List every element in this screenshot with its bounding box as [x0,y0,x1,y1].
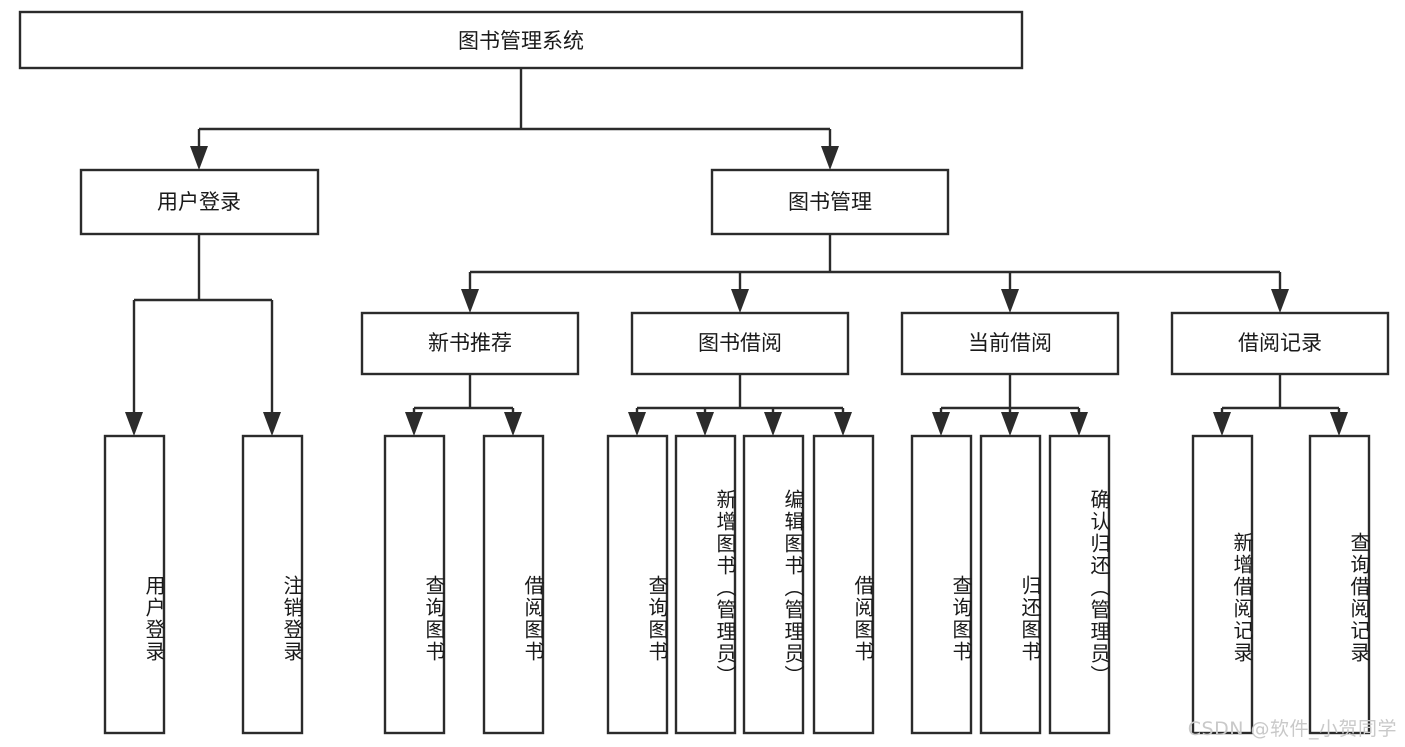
node-leaf-user-login-box[interactable] [103,434,166,735]
arrow-head-icon [190,146,208,170]
arrow-head-icon [461,289,479,313]
node-leaf-confirm-return-box[interactable] [1048,434,1111,735]
arrow-head-icon [932,412,950,436]
arrow-head-icon [1330,412,1348,436]
edge-book-borrow-to-leaves [628,374,852,436]
csdn-watermark: CSDN @软件_小贺同学 [1187,718,1397,740]
edge-new-book-rec-to-leaves [405,374,522,436]
edge-borrow-record-to-leaves [1213,374,1348,436]
node-leaf-borrow-book-1-box[interactable] [482,434,545,735]
node-book-borrow[interactable]: 图书借阅 [630,311,850,376]
node-leaf-borrow-book-2-box[interactable] [812,434,875,735]
edge-current-borrow-to-leaves [932,374,1088,436]
node-borrow-record[interactable]: 借阅记录 [1170,311,1390,376]
arrow-head-icon [1001,289,1019,313]
node-current-borrow-box [900,311,1120,376]
node-root-box [18,10,1024,70]
arrow-head-icon [125,412,143,436]
node-new-book-rec-label: 新书推荐 [428,331,512,355]
edge-user-login-to-leaves [125,234,281,436]
node-leaf-return-book-box[interactable] [979,434,1042,735]
node-user-login[interactable]: 用户登录 [79,168,320,236]
node-leaf-query-record-box[interactable] [1308,434,1371,735]
arrow-head-icon [628,412,646,436]
arrow-head-icon [696,412,714,436]
arrow-head-icon [504,412,522,436]
arrow-head-icon [731,289,749,313]
arrow-head-icon [1213,412,1231,436]
node-current-borrow-label: 当前借阅 [968,331,1052,355]
node-leaf-query-book-2-box[interactable] [606,434,669,735]
arrow-head-icon [764,412,782,436]
node-leaf-user-logout-box[interactable] [241,434,304,735]
node-root[interactable]: 图书管理系统 [18,10,1024,70]
arrow-head-icon [821,146,839,170]
node-book-manage-label: 图书管理 [788,190,872,214]
node-leaf-add-book-box[interactable] [674,434,737,735]
edge-root-to-level1 [190,68,839,170]
node-leaf-edit-book-box[interactable] [742,434,805,735]
node-borrow-record-label: 借阅记录 [1238,331,1322,355]
node-leaf-add-record-box[interactable] [1191,434,1254,735]
arrow-head-icon [263,412,281,436]
edge-book-manage-to-level2 [461,234,1289,313]
arrow-head-icon [834,412,852,436]
node-user-login-box [79,168,320,236]
node-user-login-label: 用户登录 [157,190,241,214]
node-current-borrow[interactable]: 当前借阅 [900,311,1120,376]
node-new-book-rec-box [360,311,580,376]
node-leaf-query-book-3-box[interactable] [910,434,973,735]
arrow-head-icon [1271,289,1289,313]
node-book-borrow-label: 图书借阅 [698,331,782,355]
arrow-head-icon [1070,412,1088,436]
arrow-head-icon [1001,412,1019,436]
node-root-label: 图书管理系统 [458,29,584,53]
node-leaf-query-book-1-box[interactable] [383,434,446,735]
node-new-book-rec[interactable]: 新书推荐 [360,311,580,376]
arrow-head-icon [405,412,423,436]
node-book-manage[interactable]: 图书管理 [710,168,950,236]
